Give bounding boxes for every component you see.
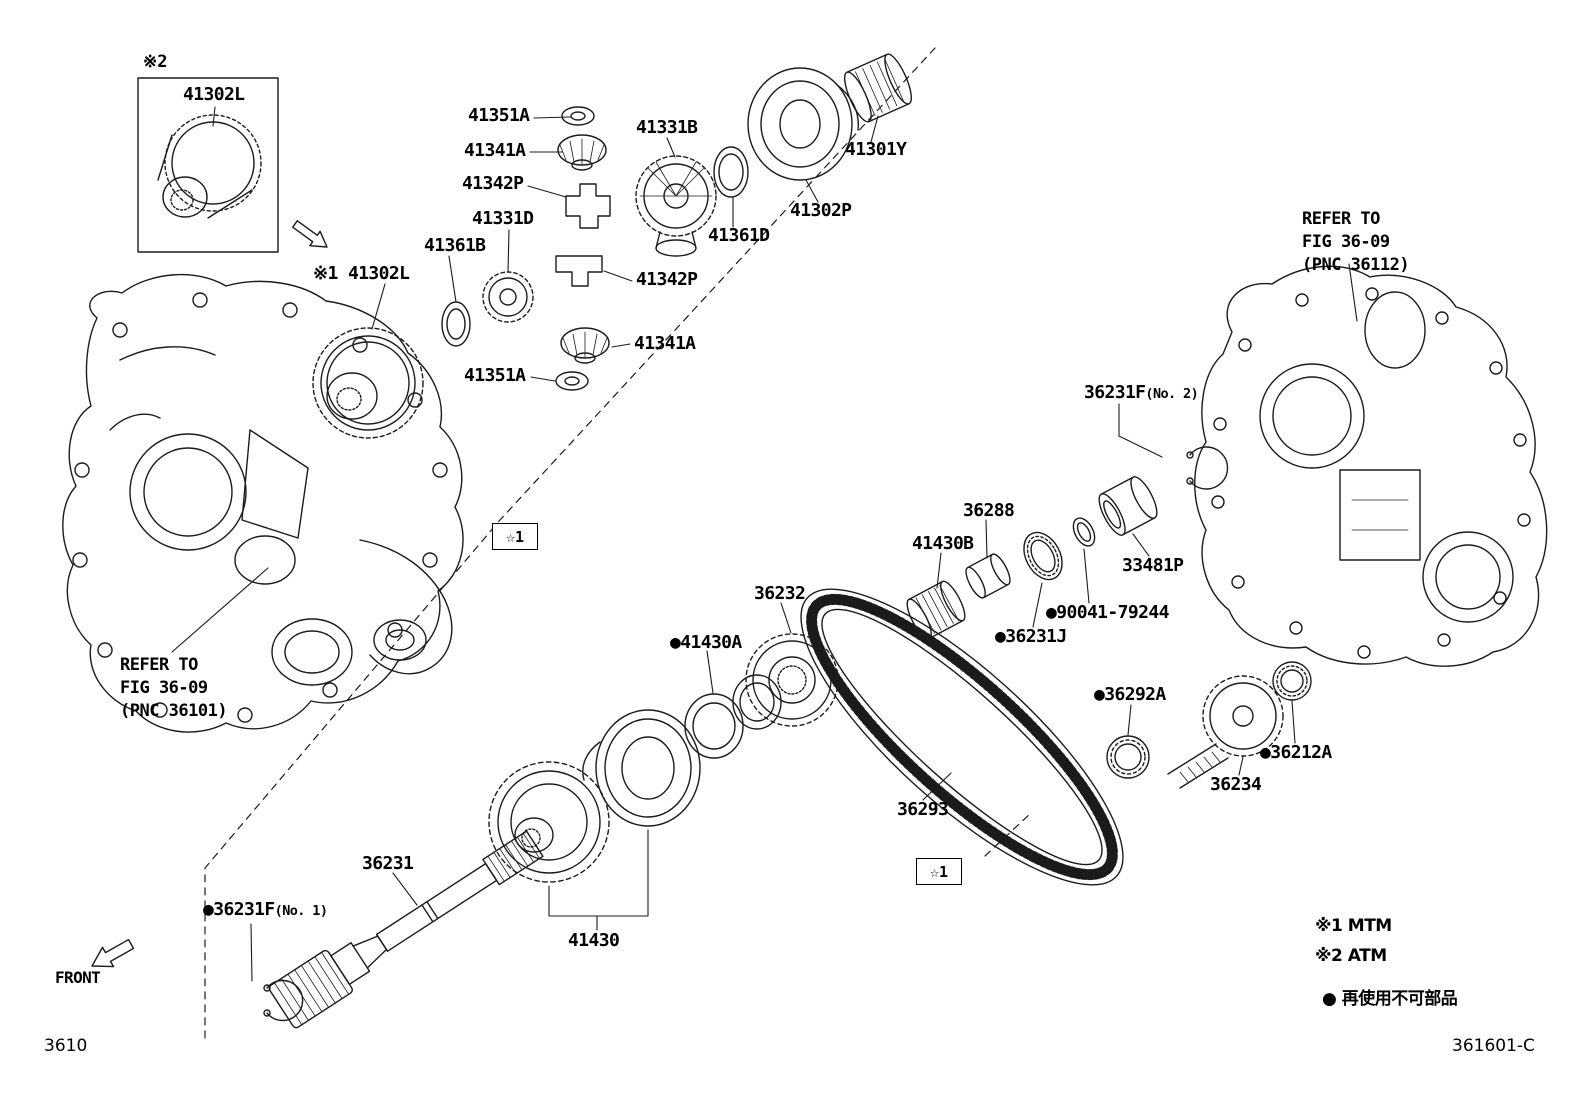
marker-star1-left-box: ☆1 (492, 523, 538, 550)
page-code: 3610 (44, 1036, 88, 1056)
part-36231J-bearing (1023, 531, 1063, 581)
part-label-41361D: 41361D (708, 225, 770, 246)
part-41331B-pinion-gear (635, 155, 717, 257)
part-41342P-shaft-lower (555, 255, 603, 287)
part-41351A-washer-upper (561, 106, 595, 126)
legend-mtm: ※1 MTM (1315, 916, 1392, 936)
part-label-41342P-1: 41342P (462, 173, 524, 194)
marker-star1-right-box: ☆1 (916, 858, 962, 885)
front-label: FRONT (55, 968, 101, 987)
part-label-41331B: 41331B (636, 117, 698, 138)
part-label-41342P-2: 41342P (636, 269, 698, 290)
part-41302P-diff-case (747, 67, 859, 181)
variant-box (137, 77, 279, 253)
part-label-41351A-1: 41351A (468, 105, 530, 126)
part-label-36293: 36293 (897, 799, 949, 820)
part-label-36234: 36234 (1210, 774, 1262, 795)
dashed-boundaries (204, 47, 1033, 1041)
refer-note-right-line1: REFER TO (1302, 209, 1380, 229)
part-label-36231F-no1-suffix: (No. 1) (274, 903, 328, 919)
part-label-36231F-no2-number: 36231F (1084, 382, 1146, 403)
legend-nonreusable: ● 再使用不可部品 (1322, 989, 1458, 1009)
part-90041-79244-ring (1072, 517, 1096, 547)
part-33481P-spacer (1098, 476, 1158, 536)
part-36212A-bearing (1272, 661, 1312, 701)
marker-star2: ※2 (143, 52, 168, 72)
part-label-41302P: 41302P (790, 200, 852, 221)
refer-note-left-line2: FIG 36-09 (120, 677, 208, 698)
part-41361D-washer (713, 146, 749, 198)
part-36231F-no1-snap-ring (263, 979, 304, 1022)
part-41342P-shaft-upper (565, 183, 611, 229)
part-label-41331D: 41331D (472, 208, 534, 229)
part-36234-driven-gear (1167, 675, 1284, 789)
part-41430A-ring-inner (732, 674, 782, 730)
part-label-41430: 41430 (568, 930, 620, 951)
part-label-41341A-2: 41341A (634, 333, 696, 354)
part-36293-chain (800, 588, 1124, 886)
part-label-41341A-1: 41341A (464, 140, 526, 161)
part-label-41351A-2: 41351A (464, 365, 526, 386)
part-label-36231: 36231 (362, 853, 414, 874)
part-41430-hub-drum (582, 709, 701, 827)
part-41331D-gear (482, 271, 534, 323)
part-41341A-side-gear-upper (557, 134, 607, 171)
part-41301Y-bearing (844, 53, 912, 123)
front-arrow-icon (91, 938, 135, 968)
part-label-36231F-no1-number: ●36231F (203, 899, 275, 920)
part-label-36231F-no2-suffix: (No. 2) (1145, 386, 1199, 402)
part-41430A-ring (684, 693, 744, 759)
refer-note-right-line2: FIG 36-09 (1302, 231, 1390, 252)
part-label-36288: 36288 (963, 500, 1015, 521)
refer-note-left-line1: REFER TO (120, 655, 198, 675)
part-36292A-bearing (1106, 735, 1150, 779)
part-label-41301Y: 41301Y (845, 139, 907, 160)
part-label-36231J: ●36231J (995, 626, 1067, 647)
right-transfer-case-outline (1194, 265, 1548, 667)
part-label-36212A: ●36212A (1260, 742, 1332, 763)
part-41430-synchro-gear (488, 761, 610, 883)
part-label-41361B: 41361B (424, 235, 486, 256)
part-label-41430B: 41430B (912, 533, 974, 554)
part-36231-shaft (268, 830, 544, 1029)
part-label-36231F-no1: ●36231F(No. 1) (203, 899, 328, 920)
part-41302L-atm (157, 114, 262, 219)
leader-lines (171, 106, 1358, 982)
part-label-41430A: ●41430A (670, 632, 742, 653)
part-label-33481P: 33481P (1122, 555, 1184, 576)
part-41361B-washer (441, 301, 471, 347)
part-label-36232: 36232 (754, 583, 806, 604)
part-36231F-no2-snap-ring (1186, 446, 1229, 490)
refer-note-left-line3: (PNC 36101) (120, 700, 228, 721)
part-label-36231F-no2: 36231F(No. 2) (1084, 382, 1199, 403)
part-36288-sleeve (965, 553, 1011, 599)
refer-note-right-line3: (PNC 36112) (1302, 254, 1410, 275)
legend-atm: ※2 ATM (1315, 946, 1387, 966)
part-41302L-mtm (312, 327, 424, 439)
part-41351A-washer-lower (555, 371, 589, 391)
part-36232-sprocket (745, 633, 839, 727)
part-label-41302L-mtm: ※1 41302L (313, 263, 410, 284)
figure-code: 361601-C (1452, 1036, 1535, 1056)
part-label-36292A: ●36292A (1094, 684, 1166, 705)
variant-arrow-icon (292, 220, 328, 248)
part-41341A-side-gear-lower (560, 327, 610, 364)
part-label-41302L-atm: 41302L (183, 84, 245, 105)
part-label-90041-79244: ●90041-79244 (1046, 602, 1169, 623)
